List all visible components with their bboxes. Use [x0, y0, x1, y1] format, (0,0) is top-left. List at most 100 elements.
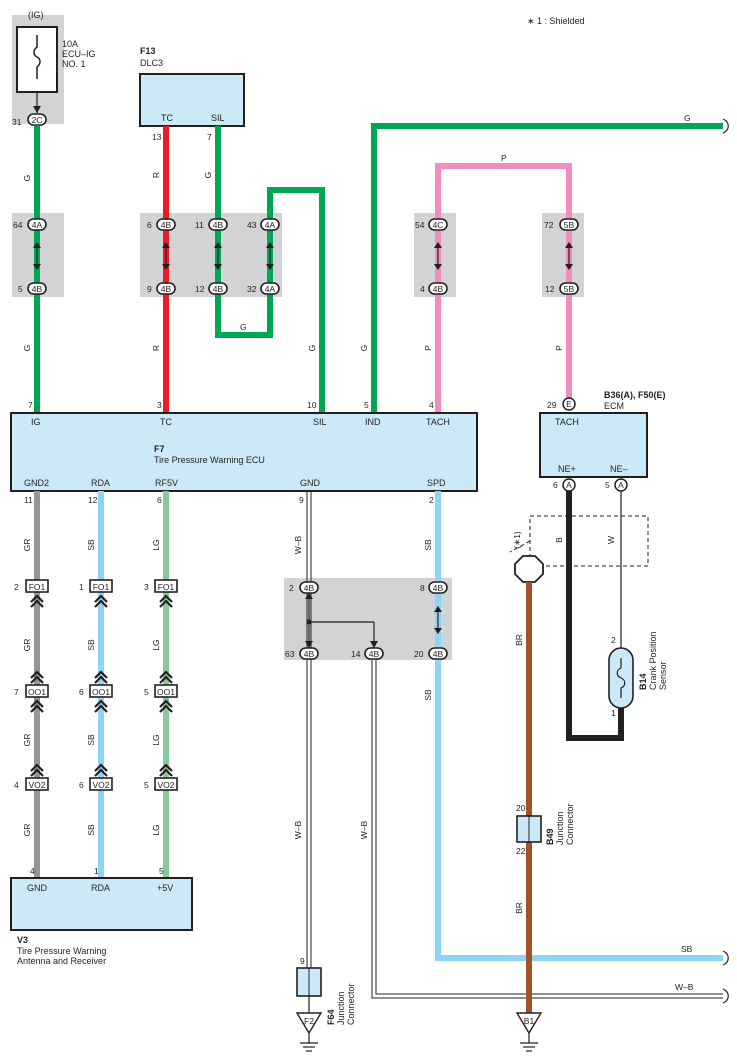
jbb-c2: 4B: [161, 284, 172, 294]
svg-text:OO1: OO1: [92, 687, 110, 697]
svg-text:FO1: FO1: [29, 582, 46, 592]
wire-label-sb-2: SB: [86, 639, 96, 651]
wire-ind: [371, 123, 726, 413]
wire-label-br-2: BR: [514, 902, 524, 914]
wire-label-lg-4: LG: [151, 824, 161, 835]
fuse-conn: 2C: [32, 115, 43, 125]
jbd-top-pin: 72: [544, 220, 554, 230]
jbc-bot-conn: 4B: [433, 284, 444, 294]
wire-sb-spd: [435, 491, 726, 961]
connector-oo1: OO1 7 OO1 6 OO1 5: [14, 684, 178, 698]
dlc3-pin-sil: 7: [207, 132, 212, 142]
ecm-id: B36(A), F50(E): [604, 390, 666, 400]
ecm-nep-conn: A: [566, 480, 572, 490]
wire-label-sb-4: SB: [86, 824, 96, 836]
f64-pin: 9: [300, 956, 305, 966]
ecm-tach-pin: 29: [547, 400, 557, 410]
sensor-name1: Crank Position: [648, 631, 658, 690]
wire-label-lg-1: LG: [151, 539, 161, 550]
ecu-pin-tach: 4: [429, 400, 434, 410]
svg-text:5: 5: [144, 687, 149, 697]
jbc-top-conn: 4C: [433, 220, 444, 230]
jbb-p2: 9: [147, 284, 152, 294]
ecu-pin-gnd: 9: [299, 495, 304, 505]
tire-pressure-ecu: [10, 412, 478, 492]
jbc-bot-pin: 4: [420, 284, 425, 294]
ecu-gnd: GND: [300, 478, 321, 488]
jbd-top-conn: 5B: [564, 220, 575, 230]
sensor-id: B14: [638, 673, 648, 690]
wire-label-wb-2: W–B: [293, 820, 303, 839]
fuse-rating: 10A: [62, 39, 78, 49]
fuse-name2: NO. 1: [62, 59, 86, 69]
jbl-p-spd-out: 20: [414, 649, 424, 659]
recv-pin-rda: 1: [94, 866, 99, 876]
jbb-p3: 11: [195, 220, 204, 230]
ecm-nen: NE–: [610, 464, 628, 474]
recv-pin-v5: 5: [159, 866, 164, 876]
wire-label-spd-1: SB: [423, 539, 433, 551]
jbb-p1: 6: [147, 220, 152, 230]
ecu-spd: SPD: [427, 478, 446, 488]
wire-label-wb-3: W–B: [359, 820, 369, 839]
wire-label-br-1: BR: [514, 634, 524, 646]
f64-name2: Connector: [346, 983, 356, 1025]
wire-label-ind: G: [359, 345, 369, 352]
ecu-rf5v: RF5V: [155, 478, 178, 488]
wire-label-tc-top: R: [151, 172, 161, 178]
jbb-c6: 4A: [265, 284, 276, 294]
jbc-top-pin: 54: [415, 220, 425, 230]
svg-text:6: 6: [79, 780, 84, 790]
wire-label-lg-3: LG: [151, 734, 161, 745]
ground-f2: [295, 1012, 323, 1035]
b49-pin-bot: 22: [516, 846, 526, 856]
jbl-p-spd-in: 8: [420, 583, 425, 593]
recv-name2: Antenna and Receiver: [17, 956, 106, 966]
jbb-c5: 4A: [265, 220, 276, 230]
coil-icon: [616, 658, 626, 698]
svg-text:7: 7: [14, 687, 19, 697]
svg-text:VO2: VO2: [28, 780, 45, 790]
jbd-bot-pin: 12: [545, 284, 555, 294]
ecu-pin-ig: 7: [28, 400, 33, 410]
jbl-c-spd-in: 4B: [433, 583, 444, 593]
ecu-sil: SIL: [313, 417, 327, 427]
shield-note: ∗ 1 : Shielded: [527, 16, 585, 26]
ecu-name: Tire Pressure Warning ECU: [154, 455, 265, 465]
wire-end-wb: [722, 988, 729, 1004]
jbl-p-gnd-in: 2: [289, 583, 294, 593]
svg-text:VO2: VO2: [157, 780, 174, 790]
recv-rda: RDA: [91, 883, 110, 893]
ecu-pin-rf5v: 6: [157, 495, 162, 505]
ecu-tc: TC: [160, 417, 172, 427]
f64-id: F64: [326, 1009, 336, 1025]
b49-name1: Junction: [555, 811, 565, 845]
dlc3-tc: TC: [161, 113, 173, 123]
recv-v5: +5V: [157, 883, 173, 893]
sensor-name2: Sensor: [658, 661, 668, 690]
jbb-p4: 12: [195, 284, 205, 294]
ecm-tach-conn: E: [566, 399, 572, 409]
svg-text:3: 3: [144, 582, 149, 592]
edge-label-sb: SB: [681, 944, 693, 954]
wire-label-ecm-tach: P: [554, 345, 564, 351]
sensor-pin-bot: 1: [611, 708, 616, 718]
recv-pin-gnd: 4: [30, 866, 35, 876]
recv-id: V3: [17, 935, 28, 945]
jba-bot-pin: 5: [18, 284, 23, 294]
shield-ground-octagon: [514, 555, 544, 583]
wire-label-lg-2: LG: [151, 639, 161, 650]
wire-end-sb: [722, 950, 729, 966]
dlc3-id: F13: [140, 46, 156, 56]
wire-label-tach: P: [423, 345, 433, 351]
ecu-pin-spd: 2: [429, 495, 434, 505]
b49-pin-top: 20: [516, 803, 526, 813]
jbl-p-gnd-out1: 63: [285, 649, 295, 659]
jbl-c-gnd-out2: 4B: [369, 649, 380, 659]
connector-vo2: VO2 4 VO2 6 VO2 5: [14, 777, 178, 791]
svg-text:FO1: FO1: [93, 582, 110, 592]
wire-label-top-p: P: [501, 153, 507, 163]
jbl-c-gnd-in: 4B: [304, 583, 315, 593]
jbl-c-spd-out: 4B: [433, 649, 444, 659]
ecm-nen-conn: A: [618, 480, 624, 490]
